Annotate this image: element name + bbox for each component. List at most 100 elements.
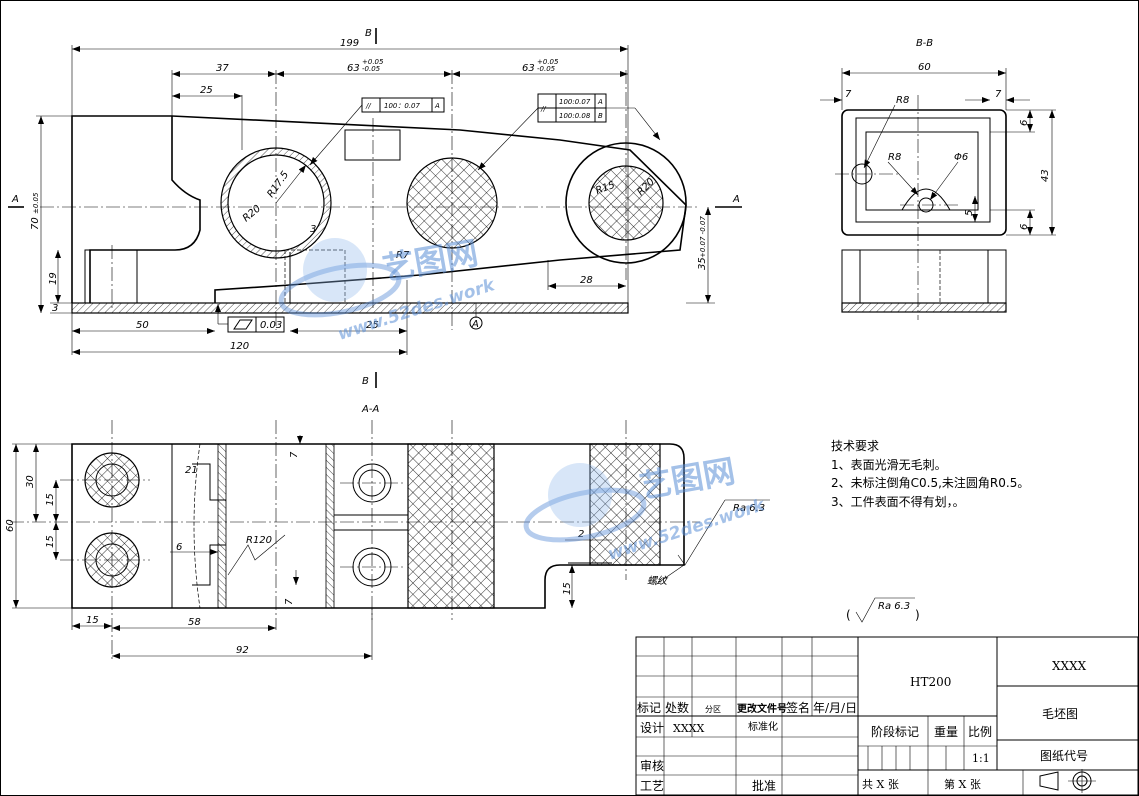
bb-dim-6-bottom: 6	[1019, 224, 1030, 230]
tb-approve: 批准	[752, 778, 776, 793]
radius-7: R7	[396, 250, 410, 261]
tech-item-3: 3、工件表面不得有划，。	[831, 494, 965, 509]
tb-scale: 1:1	[972, 752, 990, 765]
bb-dim-7-left: 7	[845, 89, 852, 100]
tb-change-doc: 更改文件号	[737, 702, 787, 715]
tb-drawing-no-label: 图纸代号	[1040, 749, 1088, 763]
aa-dim-6: 6	[176, 542, 182, 553]
dim-3: 3	[52, 303, 58, 314]
tb-drawing-name: 毛坯图	[1042, 707, 1078, 721]
dim-63a-tol-up: +0.05	[362, 58, 384, 66]
bb-r8-top: R8	[896, 95, 909, 106]
tb-company: XXXX	[1052, 659, 1087, 673]
bb-dim-5: 5	[964, 210, 975, 216]
dim-28: 28	[580, 275, 593, 286]
aa-dim-15-left: 15	[86, 615, 99, 626]
tb-count: 处数	[665, 700, 689, 715]
dim-63b: 63	[522, 63, 535, 74]
tb-design: 设计	[640, 721, 664, 735]
tb-date: 年/月/日	[813, 701, 857, 715]
tb-mark: 标记	[637, 701, 661, 715]
surface-note: ( Ra 6.3 )	[846, 597, 920, 623]
tech-item-1: 1、表面光滑无毛刺。	[831, 458, 947, 472]
aa-dim-2: 2	[578, 529, 584, 540]
aa-dim-15a: 15	[45, 493, 56, 506]
aa-dim-21: 21	[185, 465, 198, 476]
aa-dim-15-right: 15	[562, 582, 573, 595]
tb-sheet-no: 第 X 张	[944, 777, 981, 791]
tech-requirements: 技术要求 1、表面光滑无毛刺。 2、未标注倒角C0.5,未注圆角R0.5。 3、…	[831, 439, 1029, 509]
dim-37: 37	[216, 63, 229, 74]
tol-f1-datum: A	[434, 102, 440, 110]
bb-dim-7-right: 7	[995, 89, 1002, 100]
aa-dim-92: 92	[236, 645, 249, 656]
dim-50: 50	[136, 320, 149, 331]
aa-dim-7-bottom: 7	[284, 598, 295, 605]
watermark-text-1: 艺图网	[380, 234, 481, 288]
aa-dim-7-top: 7	[289, 451, 300, 458]
tech-title: 技术要求	[831, 439, 879, 453]
dim-199: 199	[340, 38, 359, 49]
section-mark-a-left: A	[11, 194, 19, 205]
bb-dim-60: 60	[918, 62, 931, 73]
dim-35-tol: +0.07 -0.07	[699, 216, 707, 258]
bb-r8-mid: R8	[888, 152, 901, 163]
aa-ra: Ra 6.3	[733, 503, 765, 514]
bb-phi6: Φ6	[954, 152, 968, 163]
aa-r120: R120	[246, 535, 272, 546]
tol-f3-value: 100:0.08	[559, 112, 591, 120]
section-aa-view: A-A 60 30 15	[5, 404, 770, 660]
tb-process: 工艺	[640, 779, 664, 793]
bb-dim-43: 43	[1040, 169, 1051, 182]
tb-review: 审核	[640, 758, 664, 773]
front-view	[36, 45, 715, 355]
dim-35: 35	[697, 257, 708, 270]
dim-63b-tol-low: -0.05	[537, 65, 556, 73]
aa-dim-15b: 15	[45, 535, 56, 548]
dim-120: 120	[230, 341, 249, 352]
aa-dim-60: 60	[5, 519, 16, 532]
surface-ra: Ra 6.3	[878, 601, 910, 612]
watermark-logo-1: 艺图网 www.52des.work	[278, 234, 499, 345]
dim-70: 70	[30, 217, 41, 230]
front-dimensions: 199 37 63 +0.05 -0.05 63 +0.05 -0.05 25 …	[8, 28, 742, 388]
watermark-logo-2: 艺图网 www.52des.work	[523, 452, 769, 565]
section-bb-title: B-B	[916, 38, 933, 49]
dim-3-inner: 3	[310, 224, 316, 235]
tb-material: HT200	[910, 675, 951, 689]
tolerance-frames: // 100：0.07 A // 100:0.07 A 100:0.08 B 0…	[215, 93, 661, 333]
dim-63b-tol-up: +0.05	[537, 58, 559, 66]
dim-19: 19	[48, 272, 59, 285]
datum-a: A	[471, 319, 479, 330]
svg-text:(: (	[846, 608, 851, 622]
aa-dim-30: 30	[25, 475, 36, 488]
section-mark-b-bottom: B	[362, 376, 369, 387]
tol-f3-datum: B	[598, 112, 603, 120]
tol-f2-symbol: //	[540, 105, 546, 113]
dim-25-top: 25	[200, 85, 213, 96]
projection-symbol-icon	[1039, 769, 1096, 793]
tb-standardize: 标准化	[748, 720, 778, 733]
section-bb-view: B-B 60 7 7 R8 R8 Φ6 6 4	[820, 38, 1056, 320]
tol-f1-value: 100：0.07	[384, 102, 420, 110]
dim-70-tol: ±0.05	[32, 192, 40, 214]
dim-63a-tol-low: -0.05	[362, 65, 381, 73]
tb-weight: 重量	[934, 725, 958, 739]
aa-dim-58: 58	[188, 617, 201, 628]
tb-sign: 签名	[786, 700, 810, 715]
section-aa-title: A-A	[361, 404, 379, 415]
tol-f1-symbol: //	[365, 102, 371, 110]
tb-total-sheets: 共 X 张	[862, 778, 899, 791]
aa-thread: 螺纹	[647, 575, 669, 587]
title-block: XXXX 毛坯图 图纸代号 HT200 标记 处数 分区 更改文件号 签名 年/…	[635, 636, 1139, 796]
svg-text:): )	[915, 608, 920, 622]
tol-f2-datum: A	[597, 98, 603, 106]
bb-dim-6-top: 6	[1019, 120, 1030, 126]
tol-f2-value: 100:0.07	[559, 98, 591, 106]
tb-stage-mark: 阶段标记	[871, 724, 919, 739]
tb-scale-label: 比例	[968, 725, 992, 739]
section-mark-b-top: B	[365, 28, 372, 39]
tol-flatness-value: 0.03	[260, 320, 282, 331]
section-mark-a-right: A	[732, 194, 740, 205]
